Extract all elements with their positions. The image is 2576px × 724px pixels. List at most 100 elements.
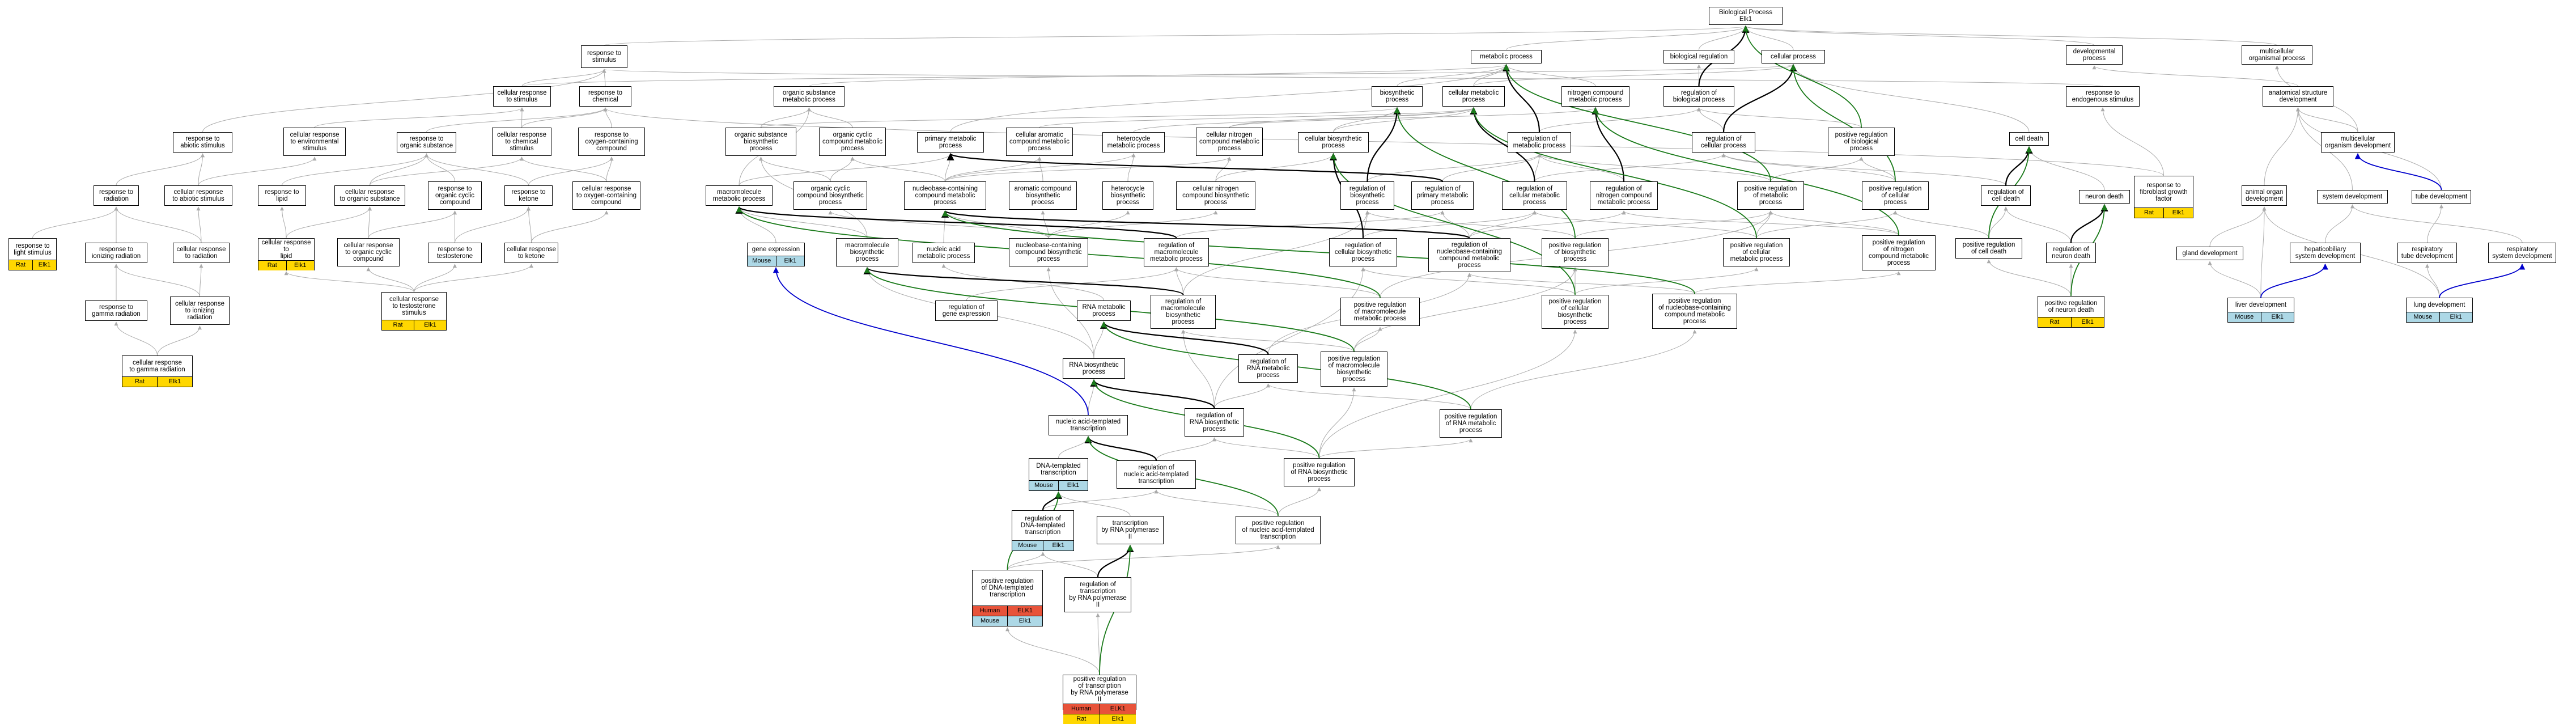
term-node-posreg-pol2[interactable]: positive regulation of transcription by … [1063, 675, 1136, 724]
term-node-reg-cellbio[interactable]: regulation of cellular biosynthetic proc… [1329, 238, 1397, 266]
term-node-reg-rnabio[interactable]: regulation of RNA biosynthetic process [1185, 408, 1244, 437]
term-node-cell-death[interactable]: cell death [2009, 132, 2049, 146]
term-node-reg-dna[interactable]: regulation of DNA-templated transcriptio… [1012, 510, 1074, 551]
term-node-hetero-met[interactable]: heterocycle metabolic process [1102, 132, 1165, 153]
term-node-rna-bio[interactable]: RNA biosynthetic process [1063, 358, 1125, 379]
term-node-neuron-death[interactable]: neuron death [2079, 190, 2130, 204]
term-node-rna-met[interactable]: RNA metabolic process [1077, 300, 1131, 321]
term-node-posreg-macromet[interactable]: positive regulation of macromolecule met… [1340, 298, 1420, 326]
term-node-reg-met[interactable]: regulation of metabolic process [1508, 132, 1571, 153]
term-node-trans-pol2[interactable]: transcription by RNA polymerase II [1097, 516, 1164, 544]
term-node-cr-chem[interactable]: cellular response to chemical stimulus [492, 128, 551, 156]
term-node-macro-met[interactable]: macromolecule metabolic process [706, 185, 773, 206]
term-node-tube-dev[interactable]: tube development [2412, 190, 2471, 204]
term-node-nucacid-trans[interactable]: nucleic acid-templated transcription [1049, 415, 1128, 435]
term-node-reg-nitro[interactable]: regulation of nitrogen compound metaboli… [1590, 181, 1658, 210]
term-node-posreg-celldeath[interactable]: positive regulation of cell death [1955, 238, 2022, 259]
term-node-cr-testo[interactable]: cellular response to testosterone stimul… [381, 292, 447, 331]
term-node-biosyn[interactable]: biosynthetic process [1372, 86, 1423, 107]
term-node-cr-oxy[interactable]: cellular response to oxygen-containing c… [572, 181, 640, 210]
term-node-animal-organ[interactable]: animal organ development [2242, 185, 2287, 206]
term-node-nucbase-met[interactable]: nucleobase-containing compound metabolic… [904, 181, 986, 210]
term-node-nucbase-bio[interactable]: nucleobase-containing compound biosynthe… [1009, 238, 1088, 266]
term-node-posreg-rnamet[interactable]: positive regulation of RNA metabolic pro… [1440, 409, 1502, 438]
term-node-posreg-dna[interactable]: positive regulation of DNA-templated tra… [972, 570, 1043, 626]
term-node-gland-dev[interactable]: gland development [2176, 247, 2243, 260]
term-node-metabolic[interactable]: metabolic process [1471, 50, 1542, 63]
term-node-nucacid-met[interactable]: nucleic acid metabolic process [913, 243, 975, 263]
term-node-posreg-macrobio[interactable]: positive regulation of macromolecule bio… [1321, 352, 1387, 387]
term-node-cr-ion[interactable]: cellular response to ionizing radiation [170, 297, 230, 325]
term-node-orgsub-met[interactable]: organic substance metabolic process [774, 86, 844, 107]
term-node-cr-abiotic[interactable]: cellular response to abiotic stimulus [164, 185, 232, 206]
term-node-posreg-cell[interactable]: positive regulation of cellular process [1862, 181, 1929, 210]
term-node-resp-chem[interactable]: response to chemical [579, 86, 631, 107]
term-node-cellnitro-bio[interactable]: cellular nitrogen compound biosynthetic … [1176, 181, 1255, 210]
term-node-cellarom-met[interactable]: cellular aromatic compound metabolic pro… [1006, 128, 1073, 156]
term-node-resp-ketone[interactable]: response to ketone [504, 185, 553, 206]
term-node-bioreg[interactable]: biological regulation [1663, 50, 1734, 63]
term-node-hetero-bio[interactable]: heterocycle biosynthetic process [1102, 181, 1153, 210]
term-node-resp-endo[interactable]: response to endogenous stimulus [2066, 86, 2140, 107]
term-node-posreg-cellmet[interactable]: positive regulation of cellular metaboli… [1723, 238, 1790, 266]
term-node-reg-pol2[interactable]: regulation of transcription by RNA polym… [1064, 577, 1131, 612]
term-node-reg-nucacid[interactable]: regulation of nucleic acid-templated tra… [1117, 460, 1196, 489]
term-node-reg-rnamet[interactable]: regulation of RNA metabolic process [1238, 354, 1298, 383]
term-node-resp-gamma[interactable]: response to gamma radiation [85, 300, 147, 321]
term-node-posreg-bio[interactable]: positive regulation of biological proces… [1828, 128, 1895, 156]
term-node-resp-ion[interactable]: response to ionizing radiation [85, 243, 147, 263]
term-node-multi-dev[interactable]: multicellular organism development [2321, 132, 2395, 153]
term-node-resp-stim[interactable]: response to stimulus [581, 45, 627, 68]
term-node-reg-celldeath[interactable]: regulation of cell death [1981, 185, 2031, 206]
term-node-cr-env[interactable]: cellular response to environmental stimu… [283, 128, 346, 156]
term-node-posreg-met[interactable]: positive regulation of metabolic process [1737, 181, 1804, 210]
term-node-system-dev[interactable]: system development [2317, 190, 2388, 204]
term-node-hepato-dev[interactable]: hepaticobiliary system development [2290, 243, 2361, 263]
term-node-multiorg[interactable]: multicellular organismal process [2242, 45, 2312, 65]
term-node-cr-ketone[interactable]: cellular response to ketone [504, 243, 558, 263]
term-node-posreg-nucacid[interactable]: positive regulation of nucleic acid-temp… [1236, 516, 1321, 544]
term-node-cellnitro-met[interactable]: cellular nitrogen compound metabolic pro… [1196, 128, 1263, 156]
term-node-resp-lipid[interactable]: response to lipid [258, 185, 306, 206]
term-node-resp-oxy[interactable]: response to oxygen-containing compound [578, 128, 645, 156]
term-node-orgcyc-bio[interactable]: organic cyclic compound biosynthetic pro… [793, 181, 867, 210]
term-node-macro-bio[interactable]: macromolecule biosynthetic process [836, 238, 898, 266]
term-node-resp-sys[interactable]: respiratory system development [2488, 243, 2556, 263]
term-node-cellmet[interactable]: cellular metabolic process [1442, 86, 1505, 107]
term-node-reg-nucbase[interactable]: regulation of nucleobase-containing comp… [1428, 238, 1510, 272]
term-node-arom-bio[interactable]: aromatic compound biosynthetic process [1009, 181, 1077, 210]
term-node-reg-cell[interactable]: regulation of cellular process [1692, 132, 1755, 153]
term-node-posreg-cellbio[interactable]: positive regulation of cellular biosynth… [1542, 295, 1609, 329]
term-node-reg-biosyn[interactable]: regulation of biosynthetic process [1340, 181, 1394, 210]
term-node-reg-bio[interactable]: regulation of biological process [1663, 86, 1734, 107]
term-node-cr-org[interactable]: cellular response to organic substance [334, 185, 405, 206]
term-node-cr-stim[interactable]: cellular response to stimulus [493, 86, 551, 107]
term-node-cellbio[interactable]: cellular biosynthetic process [1298, 132, 1369, 153]
term-node-resp-testo[interactable]: response to testosterone [428, 243, 482, 263]
term-node-reg-cellmet[interactable]: regulation of cellular metabolic process [1502, 181, 1567, 210]
term-node-bp[interactable]: Biological Process Elk1 [1709, 7, 1783, 25]
term-node-posreg-nitro[interactable]: positive regulation of nitrogen compound… [1862, 235, 1936, 270]
term-node-cr-rad[interactable]: cellular response to radiation [173, 243, 230, 263]
term-node-reg-geneexpr[interactable]: regulation of gene expression [935, 300, 998, 321]
term-node-anat-dev[interactable]: anatomical structure development [2263, 86, 2333, 107]
term-node-nitro-met[interactable]: nitrogen compound metabolic process [1561, 86, 1629, 107]
term-node-reg-macrobio[interactable]: regulation of macromolecule biosynthetic… [1151, 295, 1216, 329]
term-node-resp-org[interactable]: response to organic substance [397, 132, 456, 153]
term-node-resp-tube[interactable]: respiratory tube development [2397, 243, 2457, 263]
term-node-cellproc[interactable]: cellular process [1762, 50, 1825, 63]
term-node-orgsub-bio[interactable]: organic substance biosynthetic process [725, 128, 796, 156]
term-node-posreg-biosyn[interactable]: positive regulation of biosynthetic proc… [1542, 238, 1609, 266]
term-node-reg-primary[interactable]: regulation of primary metabolic process [1411, 181, 1474, 210]
term-node-primary-met[interactable]: primary metabolic process [917, 132, 984, 153]
term-node-reg-neurondeath[interactable]: regulation of neuron death [2046, 243, 2096, 263]
term-node-devproc[interactable]: developmental process [2066, 45, 2123, 65]
term-node-posreg-nucbase[interactable]: positive regulation of nucleobase-contai… [1652, 294, 1737, 329]
